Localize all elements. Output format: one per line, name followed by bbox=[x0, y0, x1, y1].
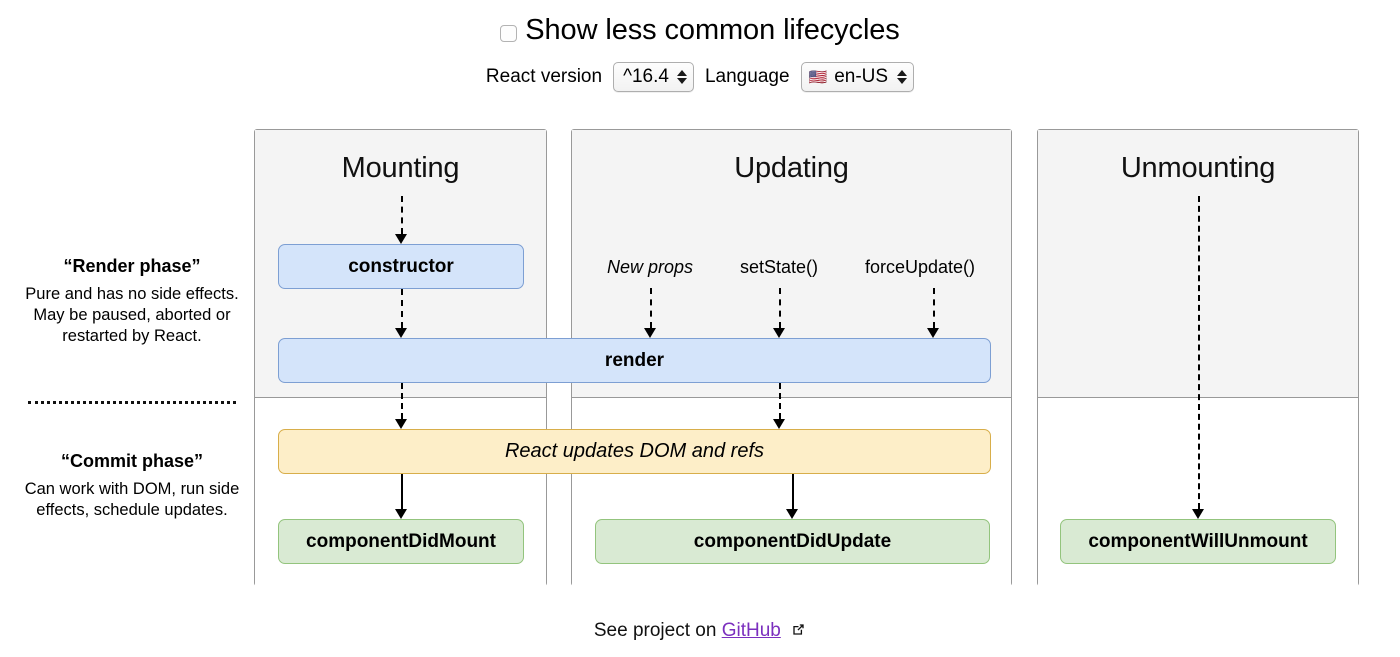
commit-phase-note: “Commit phase” Can work with DOM, run si… bbox=[12, 451, 252, 521]
footer: See project on GitHub bbox=[0, 620, 1400, 643]
column-updating-title: Updating bbox=[734, 152, 849, 184]
commit-phase-title: “Commit phase” bbox=[60, 451, 204, 471]
react-version-value: ^16.4 bbox=[623, 66, 669, 87]
render-phase-title: “Render phase” bbox=[63, 256, 201, 276]
show-less-common-lifecycles-row: Show less common lifecycles bbox=[0, 12, 1400, 48]
react-version-label: React version bbox=[485, 66, 603, 87]
column-unmounting-title: Unmounting bbox=[1120, 152, 1276, 184]
column-mounting-title: Mounting bbox=[341, 152, 460, 184]
render-phase-body: Pure and has no side effects. May be pau… bbox=[25, 285, 239, 345]
trigger-new-props: New props bbox=[606, 257, 694, 277]
language-select[interactable]: 🇺🇸 en-US bbox=[800, 62, 915, 92]
lifecycle-box-react-updates-dom-and-refs: React updates DOM and refs bbox=[278, 429, 991, 474]
lifecycle-box-component-will-unmount[interactable]: componentWillUnmount bbox=[1060, 519, 1336, 564]
lifecycle-box-component-did-update[interactable]: componentDidUpdate bbox=[595, 519, 990, 564]
language-value: en-US bbox=[834, 66, 889, 87]
checkbox-unchecked-icon[interactable] bbox=[500, 25, 518, 42]
footer-prefix: See project on bbox=[593, 620, 717, 641]
commit-phase-body: Can work with DOM, run side effects, sch… bbox=[24, 480, 240, 519]
phase-divider bbox=[28, 401, 236, 404]
render-phase-note: “Render phase” Pure and has no side effe… bbox=[12, 256, 252, 347]
react-version-select[interactable]: ^16.4 bbox=[613, 62, 694, 92]
lifecycle-box-component-did-mount[interactable]: componentDidMount bbox=[278, 519, 524, 564]
trigger-set-state: setState() bbox=[739, 257, 819, 277]
settings-row: React version ^16.4 Language 🇺🇸 en-US bbox=[0, 62, 1400, 92]
lifecycle-box-constructor[interactable]: constructor bbox=[278, 244, 524, 289]
language-label: Language bbox=[704, 66, 790, 87]
github-link[interactable]: GitHub bbox=[721, 620, 781, 641]
show-less-common-lifecycles-label[interactable]: Show less common lifecycles bbox=[525, 14, 900, 46]
external-link-icon[interactable] bbox=[791, 621, 806, 643]
stepper-updown-icon bbox=[676, 70, 687, 84]
us-flag-icon: 🇺🇸 bbox=[808, 68, 828, 86]
stepper-updown-icon bbox=[897, 70, 908, 84]
lifecycle-box-render[interactable]: render bbox=[278, 338, 991, 383]
trigger-force-update: forceUpdate() bbox=[864, 257, 976, 277]
